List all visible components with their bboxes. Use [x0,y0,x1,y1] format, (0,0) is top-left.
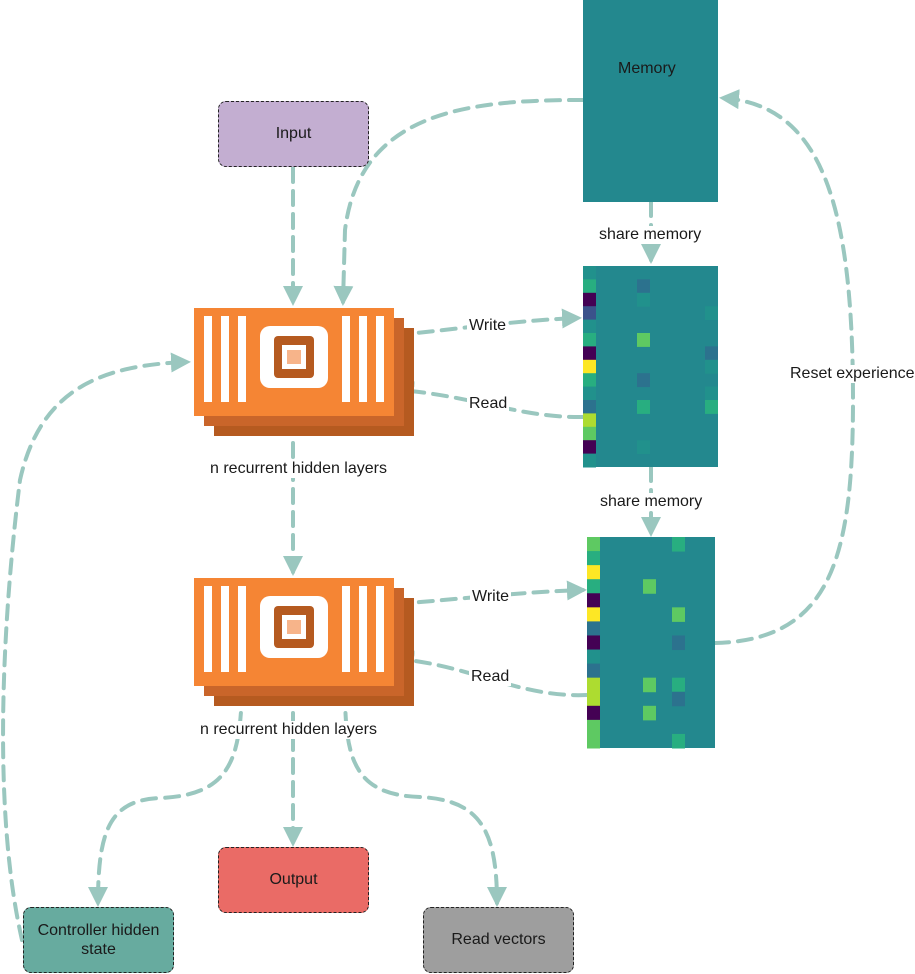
read-vectors-node: Read vectors [423,907,574,973]
share-memory-label-2: share memory [598,493,705,511]
edge-controller-layer1 [1,352,191,942]
output-label: Output [269,871,318,889]
layer2-caption: n recurrent hidden layers [198,721,379,739]
controller-state-label: Controller hidden state [37,921,160,958]
share-memory-label-1: share memory [597,226,704,244]
edge-reset [713,89,856,645]
processor-icon [194,308,414,436]
read-label-2: Read [469,668,512,686]
write-label-2: Write [470,588,512,606]
read-vectors-label: Read vectors [451,931,546,949]
processor-icon [194,578,414,706]
output-node: Output [218,847,369,913]
reset-experience-label: Reset experience [788,365,915,383]
memory-label: Memory [618,60,676,77]
write-label-1: Write [467,317,509,335]
input-label: Input [275,125,312,143]
read-label-1: Read [467,395,510,413]
controller-state-node: Controller hidden state [23,907,174,973]
memory-node [583,0,718,202]
memory-heatmap-2 [587,537,715,749]
layer1-caption: n recurrent hidden layers [208,460,389,478]
edge-memory-layer1 [333,98,585,306]
edge-layer2-controller [88,688,244,907]
edge-layer2-readvec [343,688,507,907]
input-node: Input [218,101,369,167]
memory-heatmap-1 [583,266,718,468]
